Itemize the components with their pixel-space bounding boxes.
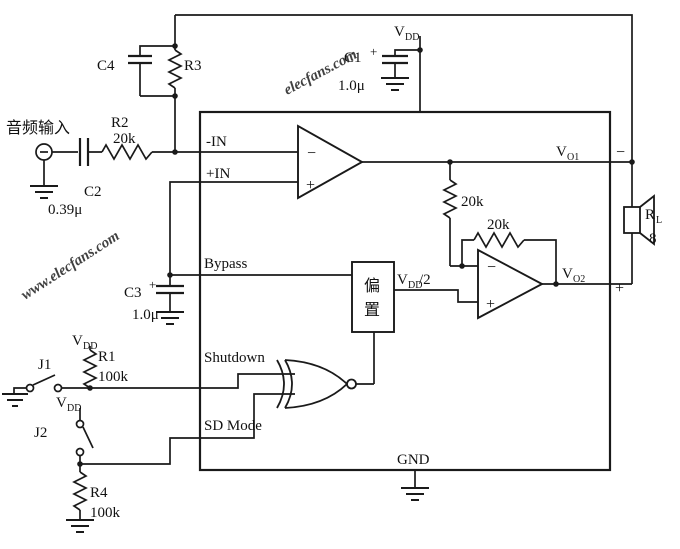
vdd-half-label-sub: DD <box>408 280 422 291</box>
opamp1-plus-sign: + <box>306 177 315 194</box>
c3-value: 1.0μ <box>132 307 159 323</box>
capacitor-c4 <box>128 54 152 65</box>
r4-value: 100k <box>90 505 121 521</box>
audio-input-label: 音频输入 <box>6 119 70 137</box>
c1-plus-sign: + <box>370 44 377 59</box>
speaker <box>623 194 655 246</box>
j2-label: J2 <box>34 425 47 441</box>
vdd-half-label: V <box>397 272 408 288</box>
pin-in-neg: -IN <box>206 134 227 150</box>
opamp2-minus-sign: − <box>487 259 496 276</box>
vo1-polarity: − <box>616 144 625 161</box>
r1-value: 100k <box>98 369 129 385</box>
watermarks: www.elecfans.com elecfans.com <box>18 47 359 304</box>
ground-ic-gnd <box>401 487 429 501</box>
ground-c3 <box>156 311 184 325</box>
vdd-label-r1-sub: DD <box>83 341 97 352</box>
ground-r4 <box>66 519 94 533</box>
rl-label: R <box>645 207 655 223</box>
internal-resistor-1-value: 20k <box>461 194 484 210</box>
resistor-internal-vertical <box>442 179 458 219</box>
r4-label: R4 <box>90 485 108 501</box>
ground-c1 <box>381 77 409 91</box>
internal-resistor-2-value: 20k <box>487 217 510 233</box>
resistor-r2 <box>101 143 153 161</box>
bias-box-label-2: 置 <box>364 302 380 319</box>
capacitor-c1 <box>382 54 408 65</box>
ground-j1 <box>2 393 28 407</box>
vo2-label: V <box>562 266 573 282</box>
switch-j1-lever <box>32 374 56 386</box>
c4-label: C4 <box>97 58 115 74</box>
watermark-primary: www.elecfans.com <box>18 228 122 303</box>
junction-dots <box>77 43 635 467</box>
ground-symbols <box>2 77 429 533</box>
wire-net <box>13 14 633 520</box>
pin-shutdown: Shutdown <box>204 350 265 366</box>
pin-gnd: GND <box>397 452 430 468</box>
rl-label-sub: L <box>656 215 662 226</box>
ic-outline <box>198 110 612 472</box>
resistors <box>72 49 525 511</box>
opamp1-minus-sign: − <box>307 145 316 162</box>
ground-jack <box>30 185 58 199</box>
c3-label: C3 <box>124 285 142 301</box>
xnor-output-bubble <box>346 378 357 390</box>
capacitors <box>78 54 408 295</box>
r2-label: R2 <box>111 115 129 131</box>
c3-plus-sign: + <box>149 277 156 292</box>
wires <box>13 14 633 520</box>
vo1-label: V <box>556 144 567 160</box>
capacitor-c2 <box>78 138 90 166</box>
input-jack <box>35 143 53 161</box>
xnor-gate <box>276 359 357 409</box>
switch-j2 <box>75 419 94 457</box>
r2-value: 20k <box>113 131 136 147</box>
r3-label: R3 <box>184 58 202 74</box>
rl-value: 8 <box>649 231 657 247</box>
opamp2-plus-sign: + <box>486 296 495 313</box>
capacitor-c3 <box>156 284 184 295</box>
vdd-label-top: V <box>394 24 405 40</box>
vdd-label-top-sub: DD <box>405 32 419 43</box>
c1-value: 1.0μ <box>338 78 365 94</box>
opamp1 <box>297 124 364 200</box>
pin-bypass: Bypass <box>204 256 248 272</box>
vdd-half-label-rest: /2 <box>419 272 431 288</box>
pin-sd-mode: SD Mode <box>204 418 262 434</box>
bias-box <box>351 261 395 333</box>
r1-label: R1 <box>98 349 116 365</box>
resistor-internal-feedback <box>473 231 525 249</box>
switch-j2-lever <box>82 426 94 449</box>
vo1-label-sub: O1 <box>567 152 579 163</box>
switch-j1 <box>25 374 63 393</box>
resistor-r4 <box>72 471 88 511</box>
vdd-label-j2-sub: DD <box>67 403 81 414</box>
c2-label: C2 <box>84 184 102 200</box>
c2-value: 0.39μ <box>48 202 82 218</box>
vdd-label-r1: V <box>72 333 83 349</box>
resistor-r1 <box>82 349 98 389</box>
c1-label: C1 <box>344 50 362 66</box>
bias-box-label-1: 偏 <box>364 277 380 295</box>
vo2-polarity: + <box>615 280 624 297</box>
vdd-label-j2: V <box>56 395 67 411</box>
labels: 音频输入 C4 R3 R2 20k C2 0.39μ V DD C1 + 1.0… <box>6 24 662 521</box>
j1-label: J1 <box>38 357 51 373</box>
vo2-label-sub: O2 <box>573 274 585 285</box>
opamp2 <box>477 248 545 320</box>
pin-in-pos: +IN <box>206 166 230 182</box>
resistor-r3 <box>167 49 183 89</box>
